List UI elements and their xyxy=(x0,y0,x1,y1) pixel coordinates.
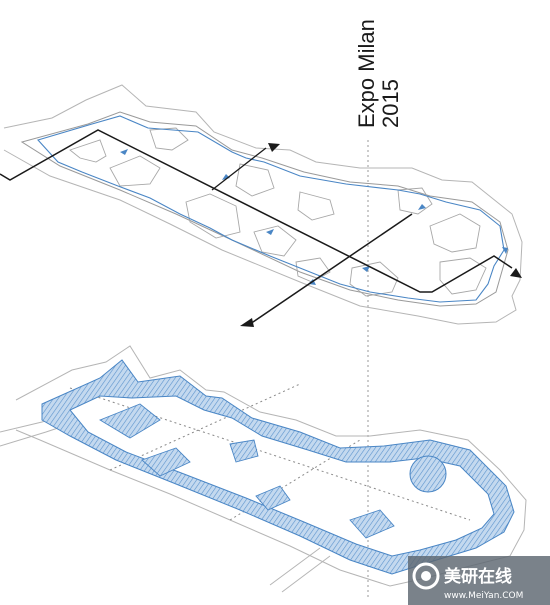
route-arrow xyxy=(266,229,274,235)
watermark-url: www.MeiYan.COM xyxy=(444,591,523,601)
title-line-1: Expo Milan xyxy=(354,19,379,128)
secondary-axis-line xyxy=(211,147,267,191)
route-arrow xyxy=(222,174,230,180)
title-line-2: 2015 xyxy=(378,79,403,128)
circular-pavilion xyxy=(409,455,447,493)
watermark-text: 美研在线 xyxy=(444,566,512,587)
partition-walls xyxy=(98,403,395,539)
route-arrow xyxy=(418,204,426,210)
pavilion-outline-top xyxy=(20,111,509,307)
visitor-route-top xyxy=(37,115,505,303)
cross-axis-line xyxy=(249,213,413,325)
title-block: Expo Milan 2015 xyxy=(354,19,403,128)
axis-arrowhead xyxy=(510,268,522,278)
watermark-logo-icon xyxy=(412,562,440,590)
watermark: 美研在线 www.MeiYan.COM xyxy=(408,556,550,605)
site-outline-top xyxy=(3,84,523,325)
access-path-bottom xyxy=(269,547,331,593)
interior-rooms-top xyxy=(69,127,487,297)
pavilion-fill-bottom xyxy=(41,359,515,575)
site-outline-bottom xyxy=(15,345,527,587)
axis-arrowhead xyxy=(268,143,280,152)
route-arrow xyxy=(362,266,370,272)
site-plan-top xyxy=(0,84,523,327)
route-arrow xyxy=(502,247,508,254)
axis-arrowhead xyxy=(240,318,254,327)
main-axis-line xyxy=(0,129,513,293)
site-plan-bottom xyxy=(0,345,527,593)
route-arrow xyxy=(120,149,128,155)
